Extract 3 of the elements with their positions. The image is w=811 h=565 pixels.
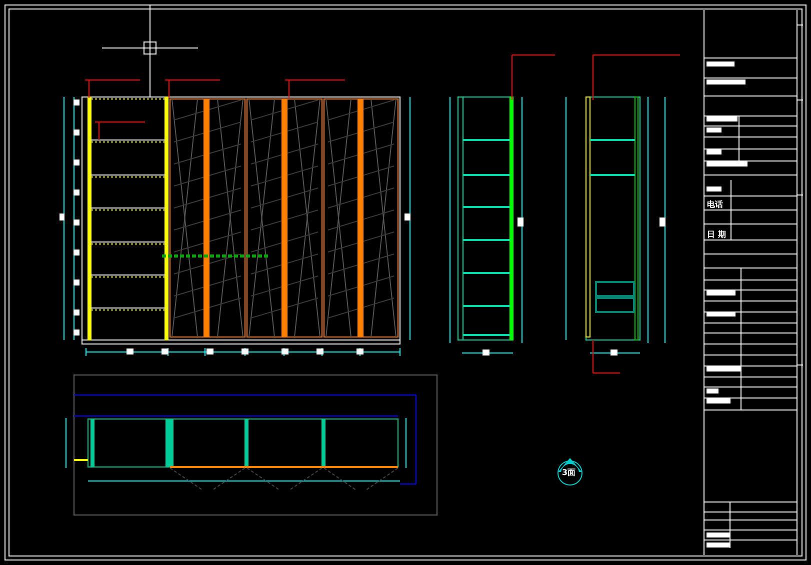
- phone-label: 电话: [707, 200, 723, 210]
- date-label: 日 期: [707, 230, 726, 240]
- view-label: 3面: [562, 468, 576, 478]
